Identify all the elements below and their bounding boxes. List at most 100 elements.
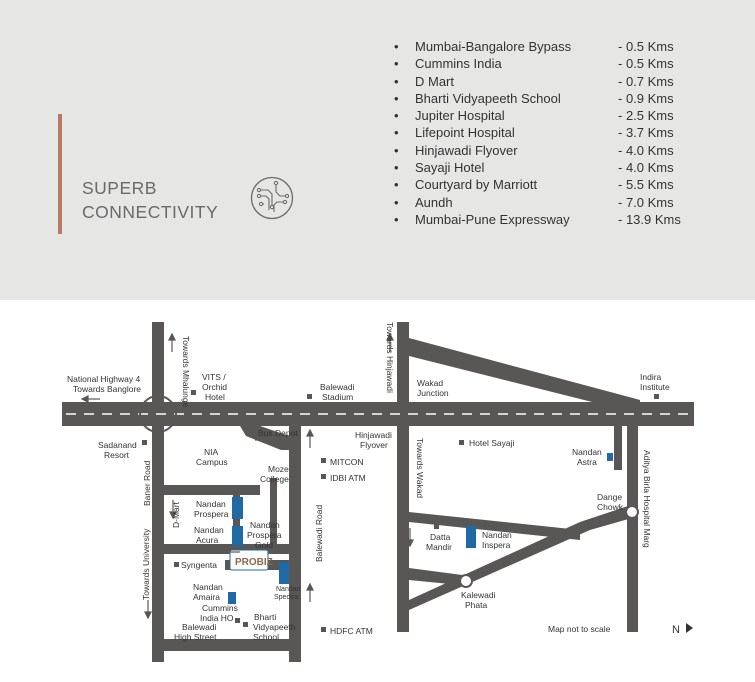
indira-institute-label: Indira — [640, 372, 662, 382]
towards-hinjawadi-label: Towards Hinjawadi — [385, 322, 395, 393]
list-item: •D Mart- 0.7 Kms — [394, 73, 674, 89]
heading-line-1: SUPERB — [82, 178, 157, 198]
nia-campus-label: NIA — [204, 447, 219, 457]
cummins-india-label: Cummins — [202, 603, 238, 613]
project-blocks — [228, 453, 613, 604]
svg-text:Hotel: Hotel — [205, 392, 225, 402]
balewadi-high-street-label: Balewadi — [182, 622, 217, 632]
nandan-inspera-block — [466, 526, 476, 548]
aditya-birla-marg-label: Aditya Birla Hospital Marg — [642, 450, 652, 548]
nandan-amaira-block — [228, 592, 236, 604]
dange-chowk-label: Dange — [597, 492, 622, 502]
list-item: •Cummins India- 0.5 Kms — [394, 56, 674, 72]
sadanand-resort-label: Sadanand — [98, 440, 137, 450]
accent-bar — [58, 114, 62, 234]
nandan-spectra-label: Nandan — [276, 586, 301, 593]
svg-text:Astra: Astra — [577, 457, 597, 467]
nandan-acura-block — [232, 526, 243, 546]
towards-university-label: Towards University — [141, 528, 151, 600]
svg-text:Flyover: Flyover — [360, 440, 388, 450]
nh4-label: National Highway 4 — [67, 374, 141, 384]
syngenta-label: Syngenta — [181, 560, 217, 570]
svg-text:Campus: Campus — [196, 457, 228, 467]
nandan-prospera-block — [232, 497, 243, 519]
nandan-inspera-label: Nandan — [482, 530, 512, 540]
balewadi-stadium-label: Balewadi — [320, 382, 355, 392]
bus-depot-label: Bus Depot — [258, 428, 298, 438]
north-label: N — [672, 624, 680, 636]
kalewadi-phata-marker — [459, 574, 473, 588]
svg-text:Inspera: Inspera — [482, 540, 511, 550]
kalewadi-phata-label: Kalewadi — [461, 590, 496, 600]
list-item: •Hinjawadi Flyover- 4.0 Kms — [394, 142, 674, 158]
nandan-spectra-block — [279, 562, 289, 584]
svg-text:Spectra: Spectra — [274, 594, 298, 601]
svg-text:Vidyapeeth: Vidyapeeth — [253, 622, 296, 632]
heading-line-2: CONNECTIVITY — [82, 202, 219, 222]
svg-text:Junction: Junction — [417, 388, 449, 398]
svg-text:School: School — [253, 632, 279, 642]
roundabouts — [139, 395, 177, 433]
balewadi-road — [289, 432, 301, 662]
hdfc-atm-label: HDFC ATM — [330, 626, 373, 636]
list-item: •Sayaji Hotel- 4.0 Kms — [394, 160, 674, 176]
svg-text:Orchid: Orchid — [202, 382, 227, 392]
list-item: •Jupiter Hospital- 2.5 Kms — [394, 108, 674, 124]
section-heading: SUPERB CONNECTIVITY — [82, 176, 218, 224]
hotel-sayaji-label: Hotel Sayaji — [469, 438, 514, 448]
svg-text:Stadium: Stadium — [322, 392, 353, 402]
wakad-junction-label: Wakad — [417, 378, 443, 388]
svg-text:Towards Banglore: Towards Banglore — [73, 384, 141, 394]
connectivity-list: •Mumbai-Bangalore Bypass- 0.5 Kms •Cummi… — [394, 38, 714, 228]
connectivity-panel — [0, 0, 755, 300]
towards-mhalunge-label: Towards Mhalunge — [181, 336, 191, 408]
svg-text:High Street: High Street — [174, 632, 217, 642]
list-item: •Aundh- 7.0 Kms — [394, 194, 674, 210]
hinjawadi-flyover-label: Hinjawadi — [355, 430, 392, 440]
map-labels: Towards Mhalunge Towards Hinjawadi Natio… — [67, 322, 680, 642]
svg-text:India HO: India HO — [200, 613, 234, 623]
mitcon-label: MITCON — [330, 457, 364, 467]
landmark-markers — [142, 390, 659, 632]
moze-college-label: Moze — [268, 464, 289, 474]
svg-text:Prospera: Prospera — [194, 509, 229, 519]
svg-text:Chowk: Chowk — [597, 502, 624, 512]
list-item: •Mumbai-Bangalore Bypass- 0.5 Kms — [394, 39, 674, 54]
svg-text:Acura: Acura — [196, 535, 218, 545]
not-to-scale-note: Map not to scale — [548, 624, 611, 634]
svg-text:College: College — [260, 474, 289, 484]
bharti-vidyapeeth-label: Bharti — [254, 612, 276, 622]
svg-text:Resort: Resort — [104, 450, 130, 460]
nandan-astra-block — [607, 453, 613, 461]
direction-arrows — [80, 332, 414, 620]
vits-label: VITS / — [202, 372, 226, 382]
nandan-prospera-label: Nandan — [196, 499, 226, 509]
list-item: •Bharti Vidyapeeth School- 0.9 Kms — [394, 90, 674, 106]
dmart-label: D-Mart — [171, 501, 181, 528]
svg-text:Prospera: Prospera — [247, 530, 282, 540]
aditya-birla-marg — [627, 426, 638, 632]
nandan-prospera-gold-label: Nandan — [250, 520, 280, 530]
list-item: •Mumbai-Pune Expressway- 13.9 Kms — [394, 211, 681, 227]
baner-road — [152, 322, 164, 662]
location-map: PROBIZ Towards Mhalunge Towards Hinjawad… — [62, 322, 694, 662]
baner-road-label: Baner Road — [142, 460, 152, 506]
svg-text:Phata: Phata — [465, 600, 487, 610]
svg-text:Mandir: Mandir — [426, 542, 452, 552]
probiz-logo: PROBIZ — [229, 549, 273, 571]
svg-text:Amaira: Amaira — [193, 592, 220, 602]
svg-text:Gold: Gold — [255, 540, 273, 550]
wakad-road — [397, 322, 409, 632]
circuit-chip-icon — [250, 176, 294, 220]
list-item: •Lifepoint Hospital- 3.7 Kms — [394, 125, 674, 141]
svg-text:Institute: Institute — [640, 382, 670, 392]
svg-text:PROBIZ: PROBIZ — [235, 557, 273, 568]
balewadi-road-label: Balewadi Road — [314, 505, 324, 562]
nandan-acura-label: Nandan — [194, 525, 224, 535]
nandan-astra-label: Nandan — [572, 447, 602, 457]
nandan-amaira-label: Nandan — [193, 582, 223, 592]
dange-chowk-marker — [625, 505, 639, 519]
north-arrow-icon — [686, 623, 693, 633]
towards-wakad-label: Towards Wakad — [415, 438, 425, 498]
datta-mandir-label: Datta — [430, 532, 451, 542]
